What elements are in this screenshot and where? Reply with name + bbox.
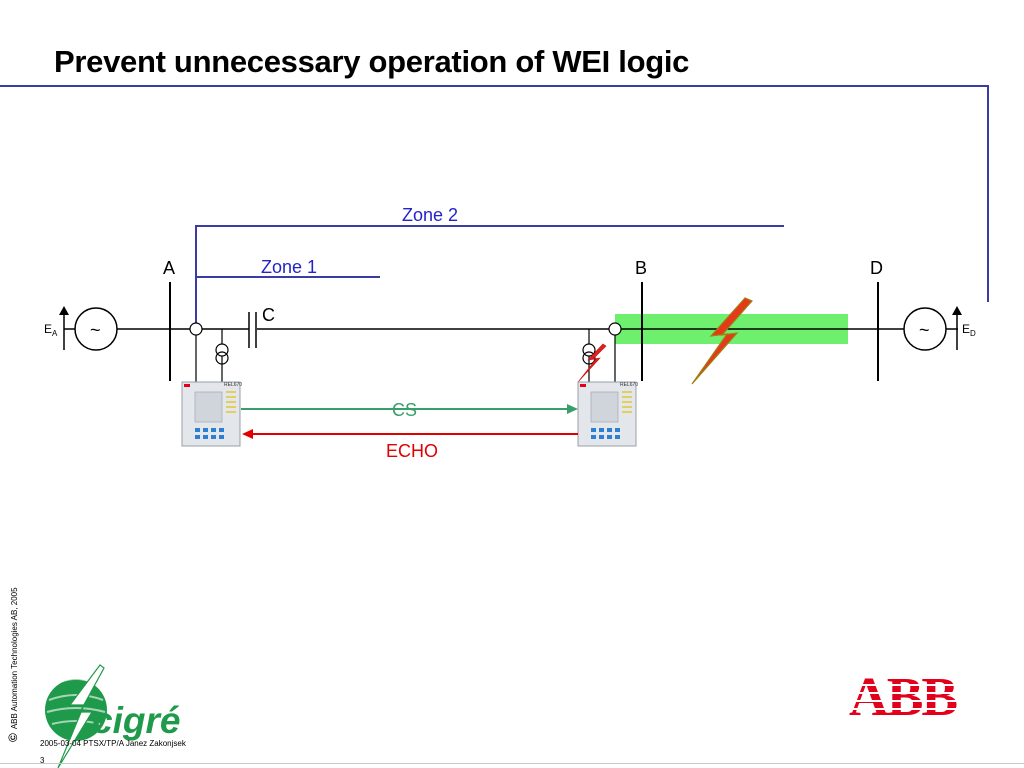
relay-device-a: REL670: [181, 381, 242, 447]
busbar-a-label: A: [163, 258, 175, 278]
breaker-b: [608, 322, 622, 336]
capacitor-gap: [249, 318, 257, 340]
busbar-d-label: D: [870, 258, 883, 278]
copyright-text: ABB Automation Technologies AB, 2005: [10, 587, 19, 730]
source-a: [74, 307, 118, 351]
ct-b-coil-2: [582, 351, 596, 365]
busbar-b-label: B: [635, 258, 647, 278]
echo-arrow-head: [242, 429, 253, 439]
source-d-symbol: ~: [919, 320, 930, 340]
zone2-label: Zone 2: [402, 205, 458, 225]
source-d: [903, 307, 947, 351]
page-number: 3: [40, 756, 45, 765]
cigre-wordmark: cigré: [92, 700, 180, 741]
relay-b-lightning-icon: [577, 343, 607, 383]
capacitor-label: C: [262, 305, 275, 325]
relay-b-model: REL670: [620, 382, 638, 388]
source-a-arrow-head: [59, 306, 69, 315]
cs-arrow-head: [567, 404, 578, 414]
cigre-logo: cigré: [45, 664, 180, 768]
zone2-reach-line: [195, 225, 784, 323]
footer-rule: [0, 763, 1024, 764]
copyright-symbol: ©: [6, 733, 20, 742]
header-rule: [0, 85, 989, 302]
source-d-arrow-head: [952, 306, 962, 315]
relay-a-model: REL670: [224, 382, 242, 388]
ct-a-coil-2: [215, 351, 229, 365]
echo-signal-label: ECHO: [386, 441, 438, 461]
zone1-label: Zone 1: [261, 257, 317, 277]
cs-signal-label: CS: [392, 400, 417, 420]
source-d-label: ED: [962, 322, 976, 338]
breaker-a: [189, 322, 203, 336]
copyright-notice: © ABB Automation Technologies AB, 2005: [6, 587, 20, 742]
source-a-label: EA: [44, 322, 58, 338]
source-a-symbol: ~: [90, 320, 101, 340]
abb-logo: ABB: [846, 666, 974, 727]
abb-wordmark: ABB: [849, 666, 957, 727]
relay-device-b: REL670: [577, 381, 638, 447]
slide-title: Prevent unnecessary operation of WEI log…: [54, 44, 690, 79]
fault-lightning-large-icon: [691, 297, 753, 385]
footer-meta: 2005-03-04 PTSX/TP/A Janez Zakonjsek: [40, 739, 186, 748]
